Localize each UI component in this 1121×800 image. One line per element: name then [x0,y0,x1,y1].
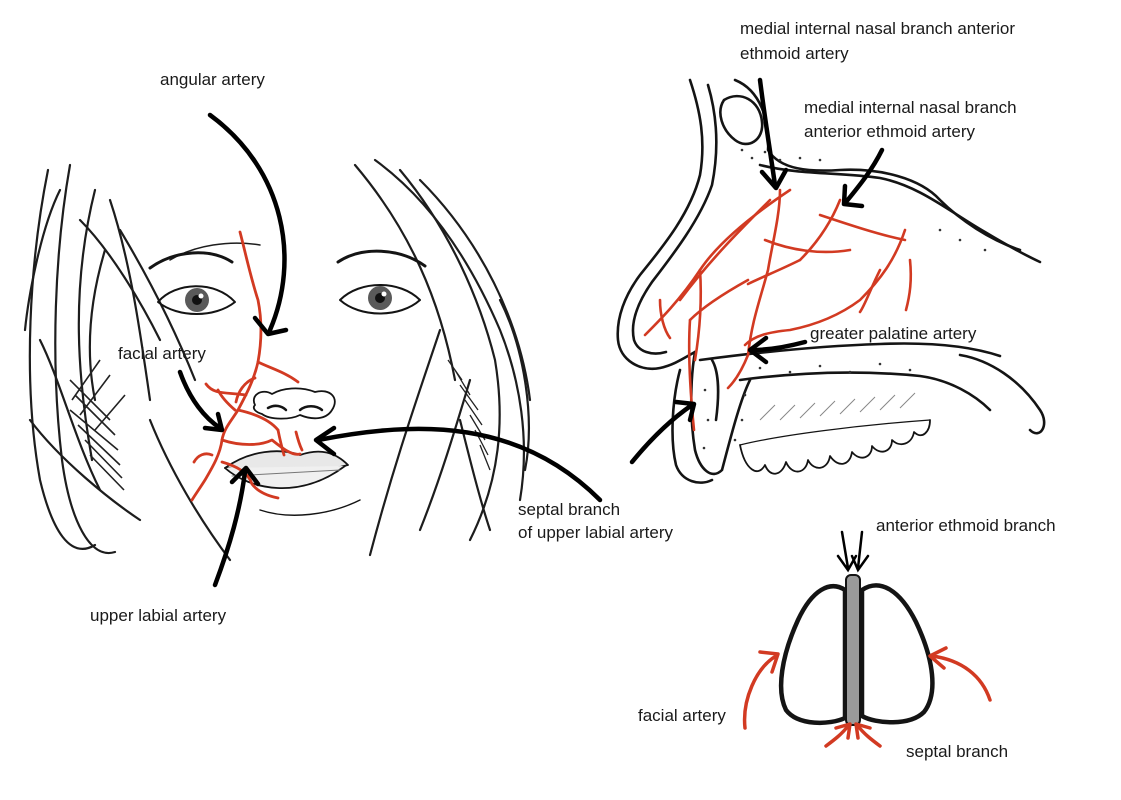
label-angular-artery: angular artery [160,70,265,89]
frontal-nose [252,387,336,420]
label-facial-artery-nostril: facial artery [638,706,726,725]
facial-artery-arrow-head [202,411,225,433]
label-septal-branch-line2: of upper labial artery [518,523,673,542]
teeth [739,419,931,475]
nasal-septum [845,574,861,726]
angular-artery-arrow [207,112,287,333]
anterior-ethmoid-arrow-left [836,530,858,573]
septal-branch-arrow [315,426,603,503]
label-medial-nasal-2-line1: medial internal nasal branch [804,98,1017,117]
medial-nasal-arrow-2 [843,147,885,205]
sagittal-nasal-drawing [616,77,1046,484]
jaw-line [259,499,361,516]
frontal-lips [224,450,349,489]
angular-artery-arrow-head [252,315,289,337]
right-eye [339,284,421,315]
medial-nasal-arrow-2-head [841,183,865,209]
left-nostril [778,584,848,726]
anterior-ethmoid-arrow-right [850,530,870,573]
septal-branch-arrow-head [313,425,337,457]
left-eye [157,285,236,315]
right-hair [353,158,532,557]
facial-artery-arrow [177,369,223,431]
greater-palatine-arrow [749,339,808,353]
upper-labial-artery-arrow-head [229,465,261,487]
sagittal-stipple [702,148,987,450]
left-shadow-hatching [69,359,126,491]
palate-hatching [759,392,916,421]
facial-artery-arrow-left [742,650,780,730]
right-hair-hatching [447,359,491,471]
upper-labial-artery-arrow [212,469,248,588]
medial-nasal-arrow-1-head [759,167,789,191]
greater-palatine-arrow-head [747,335,769,365]
frontal-face-drawing [23,112,603,588]
nostril-diagram [742,530,992,748]
label-upper-labial-artery: upper labial artery [90,606,227,625]
septal-branch-arrow-left [824,722,852,748]
label-septal-branch-line1: septal branch [518,500,621,519]
facial-arteries-red [190,230,304,502]
label-medial-nasal-1-line1: medial internal nasal branch anterior [740,19,1015,38]
label-medial-nasal-1-line2: ethmoid artery [740,44,849,63]
septal-arteries-red [643,188,913,432]
septal-branch-arrow-right [854,722,882,748]
label-septal-branch: septal branch [906,742,1009,761]
label-anterior-ethmoid-branch: anterior ethmoid branch [876,516,1056,535]
right-eyebrow [336,249,427,268]
left-eyebrow [148,251,234,270]
label-medial-nasal-2-line2: anterior ethmoid artery [804,122,976,141]
right-nostril [859,583,935,725]
label-facial-artery-face: facial artery [118,344,206,363]
palate-entry-arrow-head [673,399,697,423]
palate-entry-arrow [629,402,695,465]
medial-nasal-arrow-1 [757,77,778,188]
facial-artery-arrow-right [928,646,992,702]
label-greater-palatine-artery: greater palatine artery [810,324,977,343]
